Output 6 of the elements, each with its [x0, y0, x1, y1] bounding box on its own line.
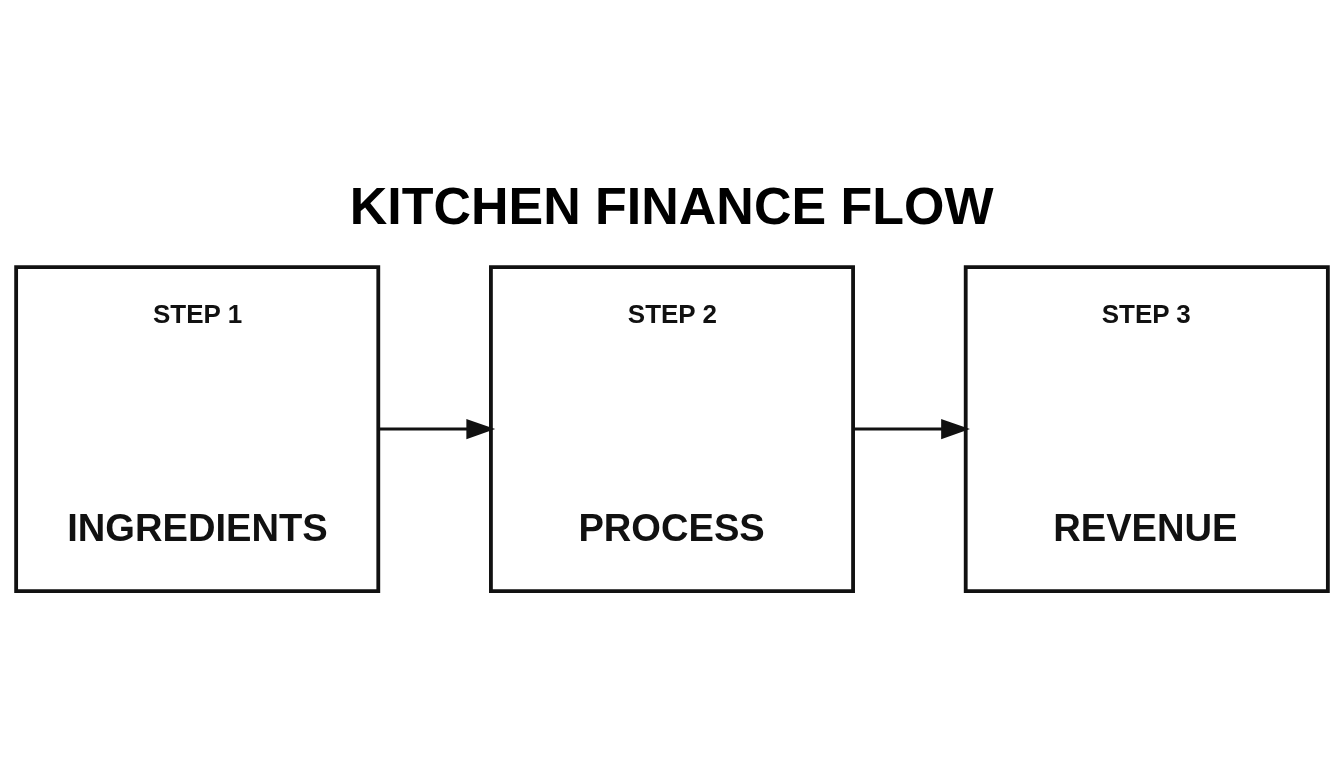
arrow	[378, 418, 496, 440]
node-box: STEP 3 REVENUE	[963, 265, 1330, 593]
arrow	[853, 418, 970, 440]
node-box: STEP 1 INGREDIENTS	[14, 265, 381, 593]
node-box: STEP 2 PROCESS	[489, 265, 855, 593]
diagram-title: KITCHEN FINANCE FLOW	[349, 176, 994, 235]
